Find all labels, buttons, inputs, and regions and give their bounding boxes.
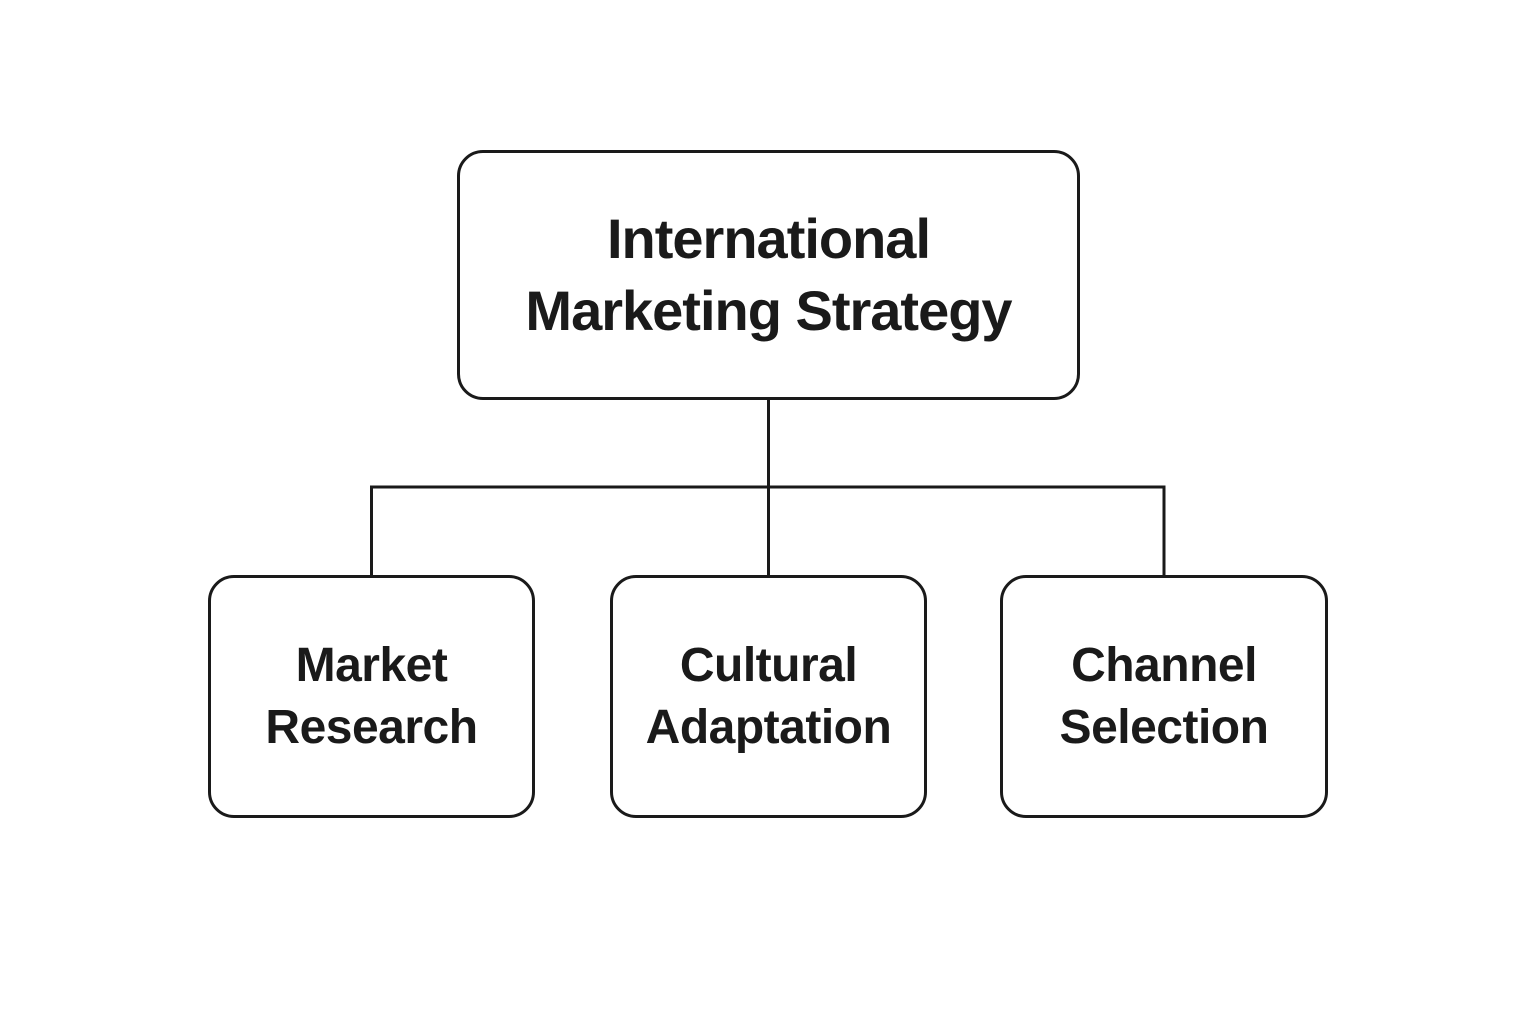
- node-cultural-adaptation: Cultural Adaptation: [610, 575, 927, 818]
- node-channel-selection: Channel Selection: [1000, 575, 1328, 818]
- node-market-research: Market Research: [208, 575, 535, 818]
- node-international-marketing-strategy: International Marketing Strategy: [457, 150, 1080, 400]
- node-label: Cultural Adaptation: [645, 639, 892, 754]
- node-label: International Marketing Strategy: [525, 207, 1012, 342]
- node-label: Channel Selection: [1059, 639, 1269, 754]
- node-label: Market Research: [265, 639, 478, 754]
